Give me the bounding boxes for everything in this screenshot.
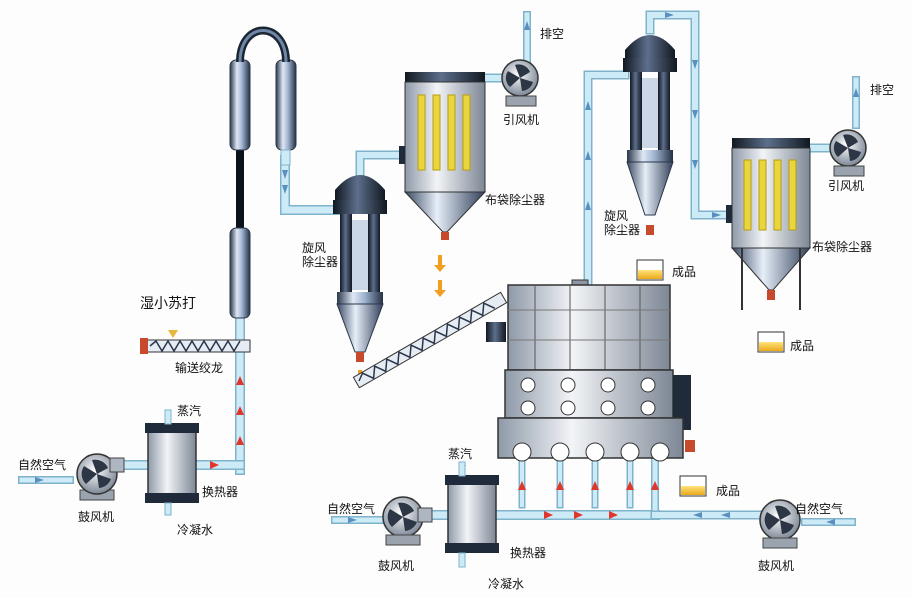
label-induced-fan-top: 引风机 bbox=[503, 113, 540, 127]
label-product-3: 成品 bbox=[716, 484, 741, 498]
blower-left bbox=[76, 453, 125, 501]
label-natural-air-left: 自然空气 bbox=[18, 458, 67, 472]
bag-filter-top bbox=[399, 72, 487, 240]
label-screw-conveyor: 输送绞龙 bbox=[175, 361, 224, 375]
bag-filter-right bbox=[726, 138, 812, 310]
product-cups bbox=[636, 259, 785, 497]
product-cup-1 bbox=[636, 259, 664, 281]
label-blower-bottom: 鼓风机 bbox=[378, 559, 415, 573]
label-cyclone-right: 旋风 除尘器 bbox=[604, 209, 641, 237]
heat-exchanger-bottom bbox=[445, 461, 499, 568]
label-steam-bottom: 蒸汽 bbox=[448, 447, 473, 461]
heat-exchanger-left bbox=[145, 409, 199, 516]
induced-fan-top bbox=[501, 59, 539, 107]
label-heat-exchanger-left: 换热器 bbox=[202, 485, 239, 499]
flash-dryer-riser bbox=[229, 26, 297, 319]
cyclone-right bbox=[623, 35, 677, 235]
cyclone-left bbox=[333, 175, 387, 362]
product-cup-2 bbox=[757, 331, 785, 353]
label-exhaust-right: 排空 bbox=[870, 83, 895, 97]
screw-conveyor-left bbox=[140, 330, 251, 354]
blower-bottom bbox=[382, 496, 433, 546]
product-cup-3 bbox=[679, 475, 707, 497]
label-wet-baking-soda: 湿小苏打 bbox=[140, 296, 196, 312]
label-product-1: 成品 bbox=[672, 265, 697, 279]
blower-right bbox=[759, 499, 801, 549]
label-condensate-bottom: 冷凝水 bbox=[488, 577, 525, 591]
label-steam-left: 蒸汽 bbox=[177, 404, 202, 418]
label-natural-air-bottom: 自然空气 bbox=[327, 502, 376, 516]
label-natural-air-right: 自然空气 bbox=[795, 502, 844, 516]
label-heat-exchanger-bottom: 换热器 bbox=[510, 546, 547, 560]
label-bag-filter-right: 布袋除尘器 bbox=[812, 240, 873, 254]
label-cyclone-left: 旋风 除尘器 bbox=[302, 241, 339, 269]
label-condensate-left: 冷凝水 bbox=[177, 523, 214, 537]
label-bag-filter-top: 布袋除尘器 bbox=[485, 193, 546, 207]
label-blower-left: 鼓风机 bbox=[78, 510, 115, 524]
induced-fan-right bbox=[829, 129, 867, 177]
label-exhaust-top: 排空 bbox=[540, 27, 565, 41]
fluid-bed-dryer bbox=[497, 279, 695, 462]
label-blower-right: 鼓风机 bbox=[758, 559, 795, 573]
label-induced-fan-right: 引风机 bbox=[828, 179, 865, 193]
label-product-2: 成品 bbox=[790, 339, 815, 353]
inclined-screw-conveyor bbox=[352, 291, 508, 389]
